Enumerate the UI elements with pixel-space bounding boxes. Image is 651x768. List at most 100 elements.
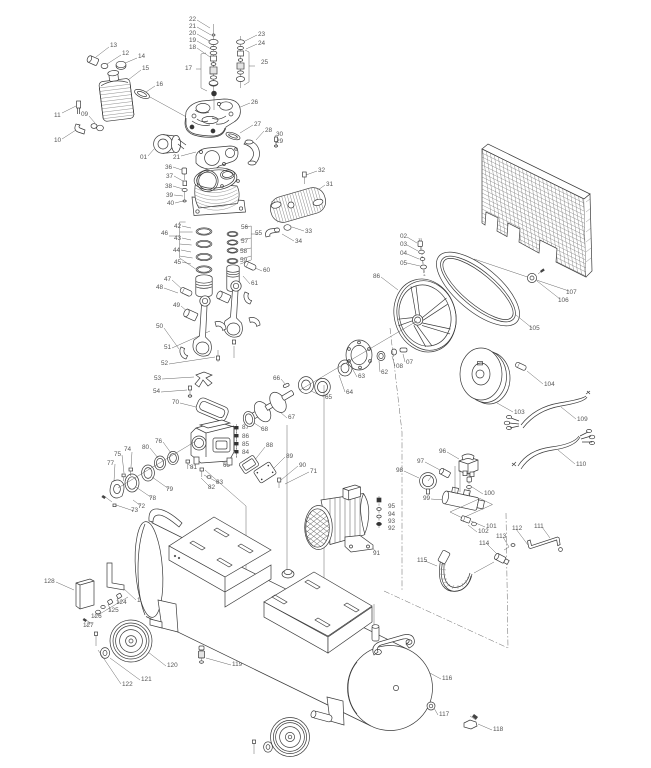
svg-text:73: 73 [131,507,139,514]
svg-text:11: 11 [54,112,61,119]
svg-text:65: 65 [325,394,333,401]
svg-text:56: 56 [241,224,249,231]
svg-text:122: 122 [122,681,133,688]
svg-text:116: 116 [442,675,453,682]
svg-text:106: 106 [558,297,569,304]
svg-text:121: 121 [141,676,152,683]
svg-text:104: 104 [544,381,555,388]
svg-text:40: 40 [167,200,175,207]
svg-text:64: 64 [346,389,354,396]
svg-text:80: 80 [142,444,150,451]
svg-text:103: 103 [514,409,525,416]
svg-text:18: 18 [189,44,197,51]
svg-text:93: 93 [388,518,396,525]
svg-text:45: 45 [174,259,182,266]
svg-text:05: 05 [400,260,408,267]
svg-text:98: 98 [396,467,404,474]
svg-text:34: 34 [295,238,303,245]
svg-text:107: 107 [566,289,577,296]
svg-text:60: 60 [263,267,271,274]
svg-text:16: 16 [156,81,164,88]
svg-text:59: 59 [240,257,248,264]
svg-text:19: 19 [189,37,197,44]
svg-text:42: 42 [174,223,182,230]
svg-text:71: 71 [310,468,318,475]
svg-text:120: 120 [167,662,178,669]
svg-text:14: 14 [138,53,146,60]
svg-text:68: 68 [261,426,269,433]
svg-text:72: 72 [138,503,146,510]
svg-text:76: 76 [155,438,163,445]
svg-text:28: 28 [265,127,273,134]
svg-text:49: 49 [173,302,181,309]
svg-text:33: 33 [305,228,313,235]
svg-text:89: 89 [286,453,294,460]
svg-text:84: 84 [242,449,250,456]
svg-text:17: 17 [185,65,193,72]
svg-text:70: 70 [172,399,180,406]
svg-text:127: 127 [83,622,94,629]
svg-text:44: 44 [173,247,181,254]
svg-text:07: 07 [406,359,414,366]
svg-text:85: 85 [242,441,250,448]
svg-text:111: 111 [534,523,544,530]
svg-text:36: 36 [165,164,173,171]
svg-text:81: 81 [190,464,198,471]
svg-text:115: 115 [417,557,428,564]
svg-text:32: 32 [318,167,326,174]
svg-text:118: 118 [493,726,504,733]
svg-text:91: 91 [373,550,381,557]
svg-text:25: 25 [261,59,269,66]
svg-text:63: 63 [358,373,366,380]
svg-text:74: 74 [124,446,132,453]
svg-text:58: 58 [240,248,248,255]
svg-text:105: 105 [529,325,540,332]
svg-text:95: 95 [388,503,396,510]
svg-text:02: 02 [400,233,408,240]
svg-text:97: 97 [417,458,425,465]
svg-text:10: 10 [54,137,62,144]
svg-text:04: 04 [400,250,408,257]
svg-text:08: 08 [396,363,404,370]
svg-text:31: 31 [326,181,334,188]
svg-text:114: 114 [479,540,490,547]
svg-text:26: 26 [251,99,259,106]
svg-text:88: 88 [266,442,274,449]
svg-text:01: 01 [140,154,148,161]
svg-text:54: 54 [153,388,161,395]
svg-text:125: 125 [108,607,119,614]
svg-text:67: 67 [288,414,296,421]
svg-text:110: 110 [576,461,587,468]
svg-text:87: 87 [242,424,250,431]
svg-text:12: 12 [122,50,130,57]
svg-text:09: 09 [81,111,89,118]
svg-text:86: 86 [242,433,250,440]
svg-text:119: 119 [232,661,243,668]
svg-text:29: 29 [276,138,284,145]
svg-text:78: 78 [149,495,157,502]
svg-text:109: 109 [577,416,588,423]
svg-text:03: 03 [400,241,408,248]
svg-text:24: 24 [258,40,266,47]
svg-text:128: 128 [44,578,55,585]
svg-text:61: 61 [251,280,259,287]
svg-text:79: 79 [166,486,174,493]
svg-text:77: 77 [107,460,115,467]
svg-text:99: 99 [423,495,431,502]
svg-text:22: 22 [189,16,197,23]
svg-text:94: 94 [388,511,396,518]
svg-text:57: 57 [241,238,249,245]
svg-text:113: 113 [496,533,507,540]
svg-text:100: 100 [484,490,495,497]
svg-text:86: 86 [373,273,381,280]
svg-text:38: 38 [165,183,173,190]
svg-text:39: 39 [166,192,174,199]
svg-text:13: 13 [110,42,118,49]
svg-text:53: 53 [154,375,162,382]
svg-text:82: 82 [208,484,216,491]
svg-text:126: 126 [91,613,102,620]
svg-text:75: 75 [114,451,122,458]
svg-text:21: 21 [189,23,197,30]
svg-text:117: 117 [439,711,450,718]
svg-text:102: 102 [478,528,489,535]
